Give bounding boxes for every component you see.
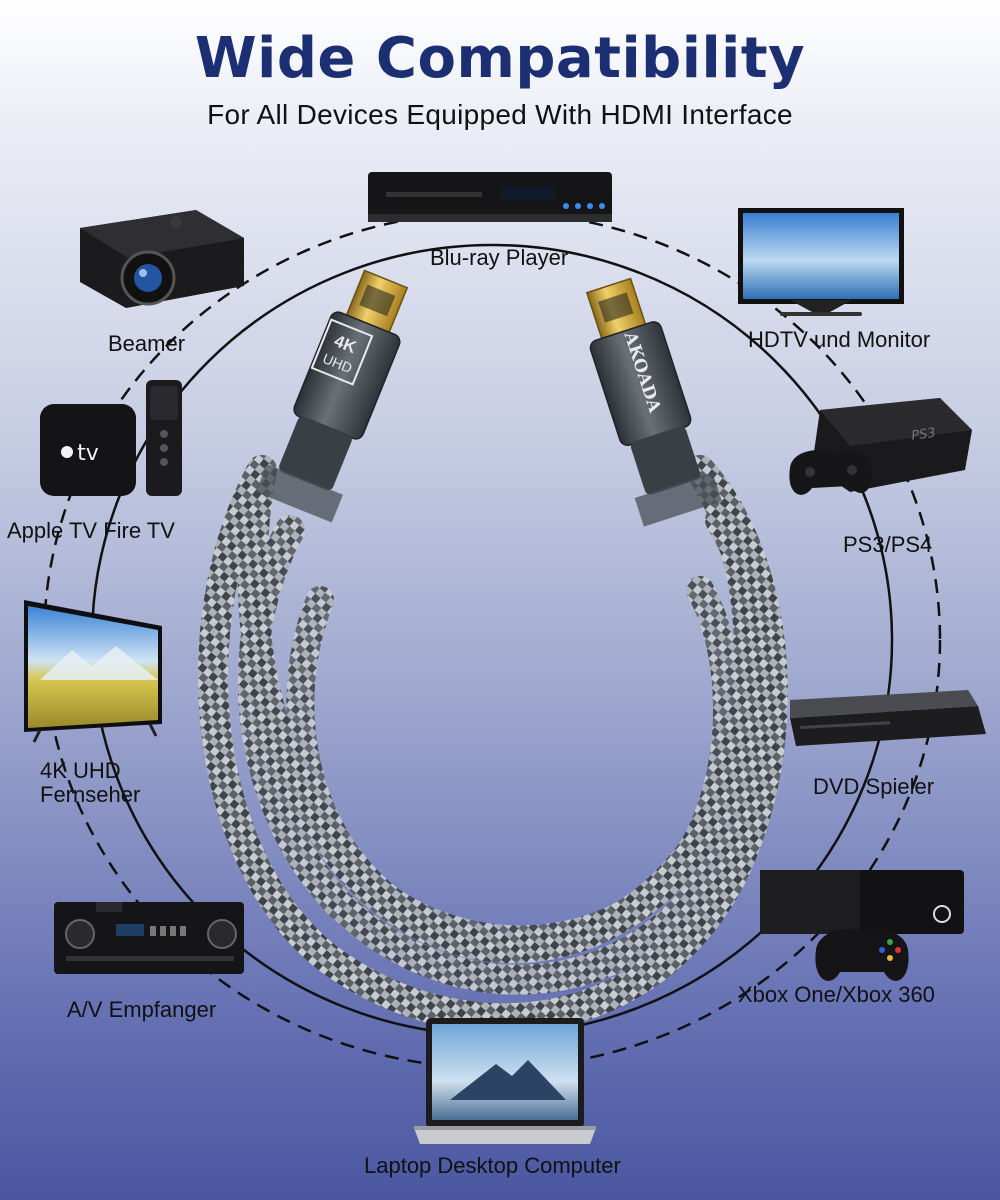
apple-tv-icon: tv [40,404,136,496]
bluray-player-icon [368,172,612,222]
left-hdmi-connector [255,269,409,523]
xbox-console-icon [760,870,964,981]
uhd-tv-icon [24,600,162,743]
ps-logo-text: PS3 [910,426,936,444]
right-hdmi-connector [585,277,722,527]
label-hdtv-monitor: HDTV und Monitor [748,327,931,352]
apple-tv-logo-text: tv [77,441,99,466]
page-title: Wide Compatibility [194,26,806,91]
label-beamer: Beamer [108,331,186,356]
label-ps3-ps4: PS3/PS4 [843,532,933,557]
outer-dashed-ring [42,210,942,1070]
label-apple-fire-tv: Apple TV Fire TV [7,518,175,543]
dvd-player-icon [790,690,986,746]
label-laptop-desktop: Laptop Desktop Computer [364,1153,621,1178]
av-receiver-icon [54,902,244,974]
laptop-icon [414,1018,596,1144]
ps3-console-icon: PS3 [789,398,972,495]
label-xbox: Xbox One/Xbox 360 [738,982,935,1007]
tv-remote-icon [146,380,182,496]
hdtv-icon [738,208,904,316]
label-dvd-player: DVD Spieler [813,774,935,799]
page-subtitle: For All Devices Equipped With HDMI Inter… [207,99,793,130]
label-uhd-tv-line2: Fernseher [40,782,141,807]
label-av-receiver: A/V Empfanger [67,997,217,1022]
hdmi-cable [198,455,788,1034]
label-bluray-player: Blu-ray Player [430,245,569,270]
label-uhd-tv-line1: 4K UHD [40,758,121,783]
projector-icon [80,210,244,308]
